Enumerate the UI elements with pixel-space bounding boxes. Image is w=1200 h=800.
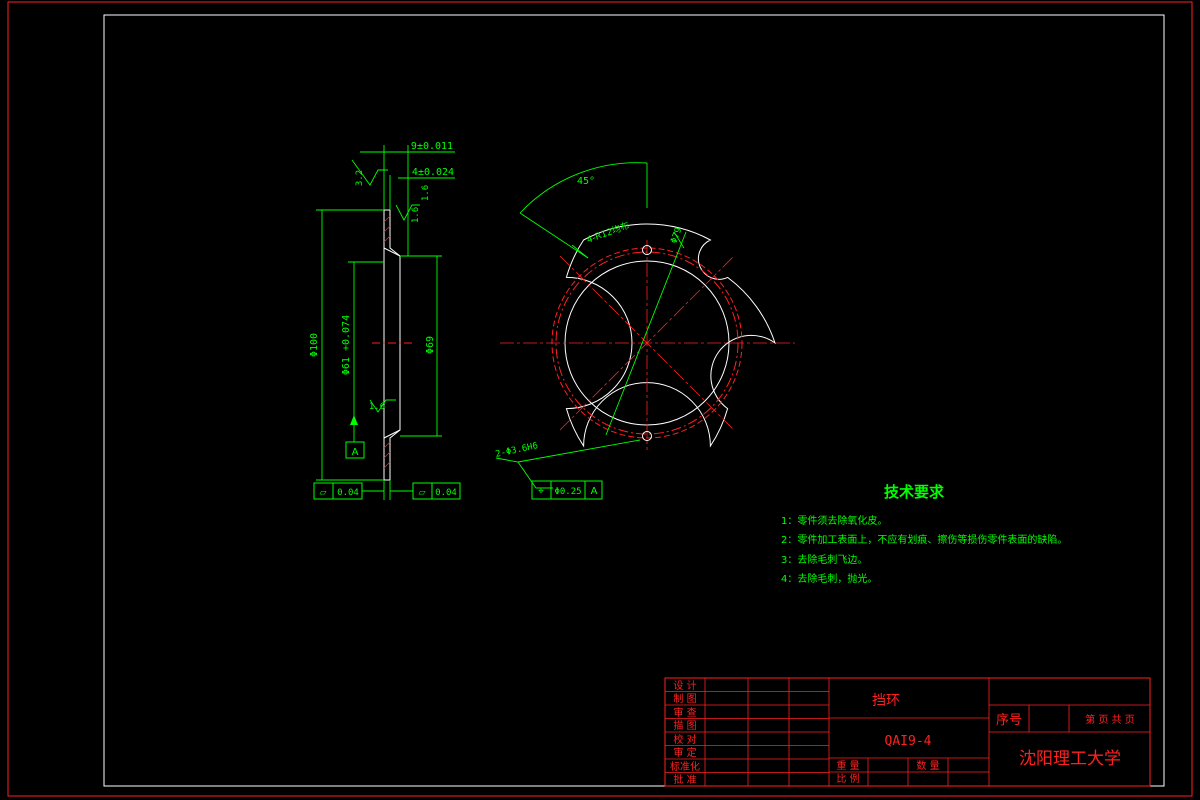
- title-row-label: 设 计: [673, 679, 696, 692]
- part-number: QAI9-4: [885, 734, 932, 749]
- sheet-label: 第 页 共 页: [1085, 713, 1135, 726]
- flatness-value-left: 0.04: [337, 488, 359, 498]
- mass-label: 重 量: [836, 759, 859, 772]
- school-name: 沈阳理工大学: [1019, 749, 1121, 769]
- side-section-view: A ▱ 0.04 ▱ 0.04 9±0.011 4±0.024 3.2 1.6 …: [309, 141, 461, 500]
- flatness-value-right: 0.04: [435, 488, 457, 498]
- sequence-label: 序号: [996, 713, 1022, 728]
- part-name: 挡环: [872, 693, 900, 709]
- inner-border: [103, 14, 1165, 787]
- title-row-label: 描 图: [673, 719, 696, 732]
- scale-label: 比 例: [836, 772, 859, 785]
- roughness-3-2: 3.2: [355, 170, 365, 186]
- flatness-symbol-left: ▱: [320, 488, 327, 498]
- position-value: Φ0.25: [554, 487, 581, 497]
- position-symbol: ⌖: [538, 486, 544, 497]
- outer-border: [7, 1, 1193, 797]
- slot-dim: 4-R12均布: [585, 219, 631, 246]
- roughness-1-6-bottom: 1.6: [369, 402, 385, 412]
- title-row-label: 标准化: [670, 760, 700, 773]
- title-row-label: 审 查: [673, 706, 696, 719]
- title-row-label: 校 对: [673, 733, 696, 746]
- position-datum: A: [591, 486, 598, 497]
- step-diameter-dim: Φ69: [425, 336, 436, 354]
- front-view: ⌖ Φ0.25 A 45° 4-R12均布 Φ79 2-Φ3.6H6: [495, 162, 795, 500]
- technical-requirements: 技术要求 1：零件须去除氧化皮。 2：零件加工表面上，不应有划痕、擦伤等损伤零件…: [781, 483, 1067, 585]
- roughness-1-6-side: 1.6: [421, 185, 431, 201]
- title-row-label: 审 定: [673, 746, 696, 759]
- title-row-label: 批 准: [673, 773, 696, 786]
- step-dim: 4±0.024: [412, 167, 454, 178]
- thickness-dim: 9±0.011: [411, 141, 453, 152]
- quantity-label: 数 量: [916, 759, 939, 772]
- flatness-symbol-right: ▱: [419, 488, 426, 498]
- holes-dim: 2-Φ3.6H6: [495, 441, 539, 460]
- title-row-label: 制 图: [673, 692, 696, 705]
- tech-req-item: 3：去除毛刺飞边。: [781, 553, 867, 566]
- datum-label: A: [352, 447, 359, 458]
- roughness-1-6-top: 1.6: [411, 207, 421, 223]
- tech-req-title: 技术要求: [884, 483, 945, 501]
- tech-req-item: 4：去除毛刺，抛光。: [781, 572, 877, 585]
- tech-req-item: 1：零件须去除氧化皮。: [781, 514, 887, 527]
- outer-diameter-dim: Φ100: [309, 333, 320, 357]
- bore-diameter-dim: Φ61 +0.074: [341, 315, 352, 375]
- angle-dim: 45°: [577, 176, 595, 187]
- title-block: 设 计 制 图 审 查 描 图 校 对 审 定 标准化 批 准 重 量 数 量 …: [664, 677, 1151, 787]
- tech-req-item: 2：零件加工表面上，不应有划痕、擦伤等损伤零件表面的缺陷。: [781, 533, 1067, 546]
